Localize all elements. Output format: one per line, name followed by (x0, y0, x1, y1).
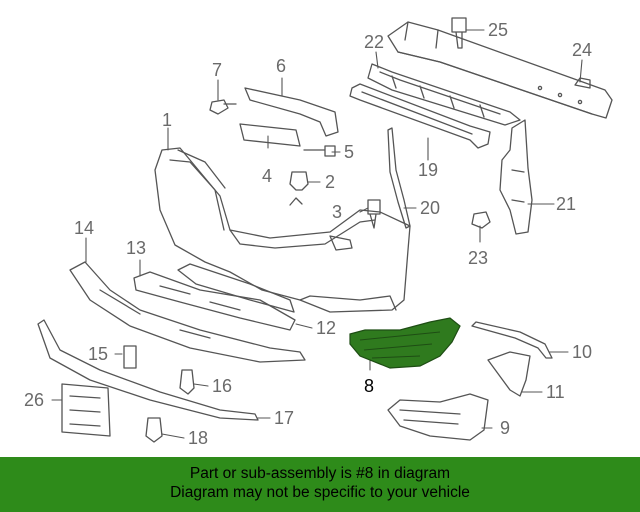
callout-21: 21 (556, 194, 576, 214)
callout-8: 8 (364, 376, 374, 396)
part-3-bolt (367, 199, 381, 229)
callout-2: 2 (325, 172, 335, 192)
banner-line-2: Diagram may not be specific to your vehi… (170, 484, 470, 501)
part-9-fog-grille (387, 393, 489, 441)
part-13-grille-frame (133, 271, 296, 331)
part-4-bracket (239, 123, 301, 147)
callout-1: 1 (162, 110, 172, 130)
callout-13: 13 (126, 238, 146, 258)
callout-24: 24 (572, 40, 592, 60)
callout-6: 6 (276, 56, 286, 76)
callout-23: 23 (468, 248, 488, 268)
parts-diagram: 1 2 3 4 5 6 7 8 9 10 11 12 13 14 15 16 1… (24, 17, 613, 448)
info-banner: Part or sub-assembly is #8 in diagram Di… (0, 457, 640, 512)
part-8-highlighted-bracket (349, 317, 461, 369)
callout-14: 14 (74, 218, 94, 238)
callout-9: 9 (500, 418, 510, 438)
part-23-bolt (471, 211, 491, 229)
part-15-clip (123, 345, 137, 369)
callout-15: 15 (88, 344, 108, 364)
part-7-bolt (209, 99, 237, 115)
part-21-side-bracket (499, 119, 533, 235)
part-20-strip (387, 127, 411, 229)
part-25-bolt (451, 17, 467, 49)
part-18-clip (145, 417, 163, 443)
part-17-lower-strip (37, 319, 259, 421)
callout-22: 22 (364, 32, 384, 52)
part-11-bracket (487, 351, 531, 397)
callout-26: 26 (24, 390, 44, 410)
banner-line-1: Part or sub-assembly is #8 in diagram (189, 465, 451, 482)
part-16-clip (179, 369, 195, 395)
part-2-clip (289, 171, 309, 191)
callout-3: 3 (332, 202, 342, 222)
callout-18: 18 (188, 428, 208, 448)
part-10-garnish (471, 321, 553, 359)
callout-19: 19 (418, 160, 438, 180)
callout-labels: 1 2 3 4 5 6 7 8 9 10 11 12 13 14 15 16 1… (24, 20, 592, 448)
center-lower-grille (177, 263, 295, 313)
callout-17: 17 (274, 408, 294, 428)
callout-10: 10 (572, 342, 592, 362)
callout-16: 16 (212, 376, 232, 396)
part-14-spoiler (69, 261, 306, 363)
part-22-upper-absorber (367, 63, 521, 126)
part-19-upper-rail (349, 83, 491, 149)
callout-20: 20 (420, 198, 440, 218)
callout-11: 11 (546, 382, 565, 402)
callout-7: 7 (212, 60, 222, 80)
part-26-plate-bracket (61, 383, 111, 437)
callout-4: 4 (262, 166, 272, 186)
callout-5: 5 (344, 142, 354, 162)
part-6-bracket (244, 87, 339, 137)
callout-25: 25 (488, 20, 508, 40)
part-1-bumper-face (154, 147, 411, 313)
part-5-bolt (303, 145, 336, 157)
callout-12: 12 (316, 318, 336, 338)
leader-lines (51, 29, 583, 439)
part-24-reinforcement-beam (387, 21, 613, 119)
